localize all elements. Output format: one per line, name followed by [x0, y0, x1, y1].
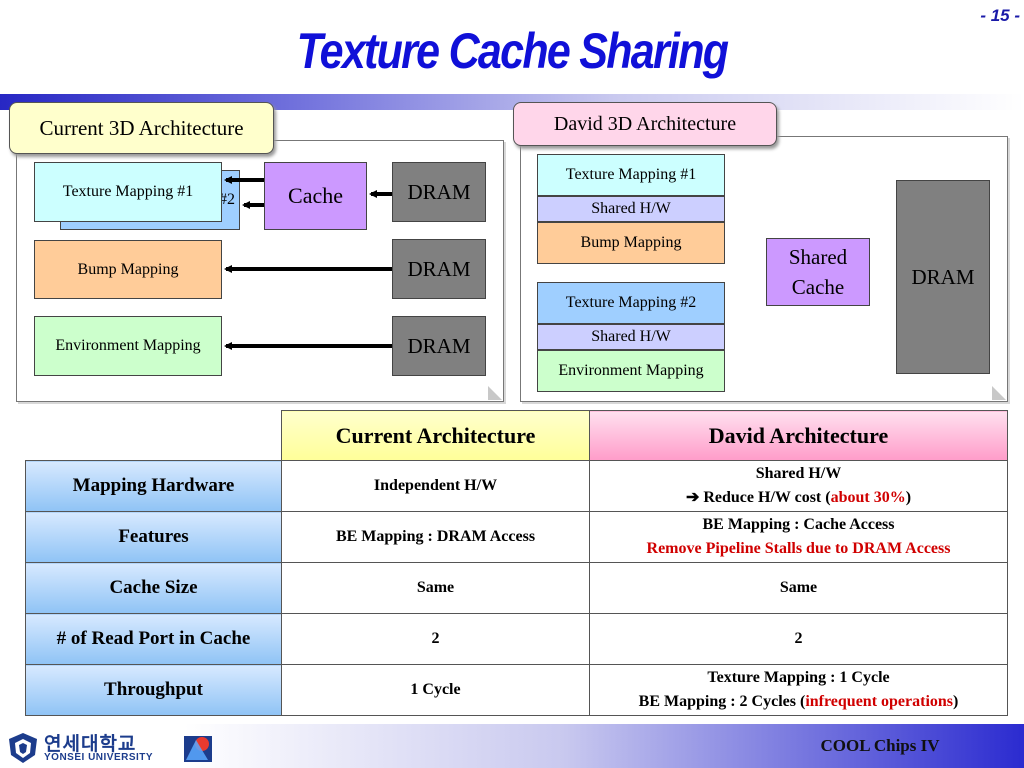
research-center-emblem-icon [184, 736, 212, 762]
row-label-mapping-hardware: Mapping Hardware [25, 460, 282, 512]
david-features: BE Mapping : Cache Access Remove Pipelin… [589, 511, 1008, 563]
cache-block: Cache [264, 162, 367, 230]
dram-block-3: DRAM [392, 316, 486, 376]
table-row: Features BE Mapping : DRAM Access BE Map… [25, 511, 1008, 563]
slide-title: Texture Cache Sharing [296, 23, 729, 79]
current-features: BE Mapping : DRAM Access [281, 511, 590, 563]
university-name-english: YONSEI UNIVERSITY [44, 752, 154, 763]
david-throughput-line2: BE Mapping : 2 Cycles (infrequent operat… [638, 693, 959, 710]
texture-mapping-2-label: #2 [219, 191, 235, 208]
panel-fold-corner [488, 386, 502, 400]
shared-cache-block: Shared Cache [766, 238, 870, 306]
david-throughput-line1: Texture Mapping : 1 Cycle [707, 669, 890, 686]
david-features-line1: BE Mapping : Cache Access [702, 516, 895, 533]
row-label-cache-size: Cache Size [25, 562, 282, 614]
david-mapping-hardware-line1: Shared H/W [755, 465, 842, 482]
david-texture-mapping-1-block: Texture Mapping #1 [537, 154, 725, 196]
david-bump-mapping-block: Bump Mapping [537, 222, 725, 264]
shared-cache-label-line1: Shared [788, 245, 848, 269]
david-dram-block: DRAM [896, 180, 990, 374]
table-row: Cache Size Same Same [25, 562, 1008, 614]
table-row: # of Read Port in Cache 2 2 [25, 613, 1008, 665]
row-label-read-port: # of Read Port in Cache [25, 613, 282, 665]
current-architecture-label: Current 3D Architecture [9, 102, 274, 154]
page-number: - 15 - [980, 6, 1020, 25]
david-mapping-hardware: Shared H/W ➔ Reduce H/W cost (about 30%) [589, 460, 1008, 512]
current-throughput: 1 Cycle [281, 664, 590, 716]
table-row: Mapping Hardware Independent H/W Shared … [25, 460, 1008, 512]
david-texture-mapping-2-block: Texture Mapping #2 [537, 282, 725, 324]
david-read-port: 2 [589, 613, 1008, 665]
university-name-korean: 연세대학교 [44, 733, 137, 755]
david-throughput: Texture Mapping : 1 Cycle BE Mapping : 2… [589, 664, 1008, 716]
yonsei-emblem-icon [9, 733, 37, 763]
current-cache-size: Same [281, 562, 590, 614]
david-features-line2: Remove Pipeline Stalls due to DRAM Acces… [646, 540, 951, 557]
bump-mapping-block: Bump Mapping [34, 240, 222, 299]
table-corner-empty [26, 411, 282, 461]
row-label-features: Features [25, 511, 282, 563]
comparison-table: Current Architecture David Architecture … [25, 410, 1008, 716]
david-environment-mapping-block: Environment Mapping [537, 350, 725, 392]
david-architecture-label: David 3D Architecture [513, 102, 777, 146]
current-mapping-hardware: Independent H/W [281, 460, 590, 512]
footer-gradient-band [0, 724, 1024, 768]
dram-block-2: DRAM [392, 239, 486, 299]
panel-fold-corner [992, 386, 1006, 400]
table-row: Throughput 1 Cycle Texture Mapping : 1 C… [25, 664, 1008, 716]
david-shared-hw-block-2: Shared H/W [537, 324, 725, 350]
dram-block-1: DRAM [392, 162, 486, 222]
texture-mapping-1-block: Texture Mapping #1 [34, 162, 222, 222]
current-read-port: 2 [281, 613, 590, 665]
header-current-architecture: Current Architecture [281, 410, 590, 461]
row-label-throughput: Throughput [25, 664, 282, 716]
table-header-row: Current Architecture David Architecture [26, 410, 1008, 461]
david-shared-hw-block-1: Shared H/W [537, 196, 725, 222]
david-mapping-hardware-line2: ➔ Reduce H/W cost (about 30%) [685, 489, 912, 506]
header-david-architecture: David Architecture [589, 410, 1008, 461]
david-cache-size: Same [589, 562, 1008, 614]
shared-cache-label-line2: Cache [791, 275, 845, 299]
environment-mapping-block: Environment Mapping [34, 316, 222, 376]
conference-name: COOL Chips IV [820, 736, 940, 755]
yonsei-logo: 연세대학교 YONSEI UNIVERSITY [6, 728, 216, 768]
